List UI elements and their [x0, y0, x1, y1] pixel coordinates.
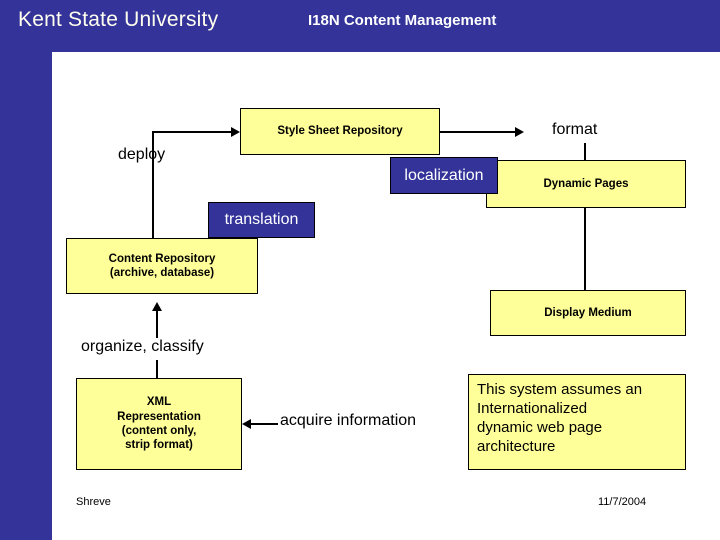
- box-label-line-3: (content only,: [121, 425, 197, 437]
- connector-dynamic-pages-to-display-medium: [584, 208, 586, 290]
- box-label-line-1: XML: [146, 396, 172, 409]
- header-band: [0, 0, 720, 52]
- box-translation[interactable]: translation: [208, 202, 315, 238]
- edge-label-deploy: deploy: [118, 146, 166, 163]
- connector-deploy-vertical: [152, 131, 154, 243]
- box-style-sheet-repository[interactable]: Style Sheet Repository: [240, 108, 440, 155]
- edge-label-format: format: [552, 121, 598, 138]
- connector-organize-to-xml: [156, 360, 158, 378]
- box-label-line-2: Representation: [117, 410, 201, 423]
- edge-label-organize-classify: organize, classify: [81, 338, 204, 355]
- edge-label-acquire-information: acquire information: [280, 412, 417, 429]
- box-display-medium[interactable]: Display Medium: [490, 290, 686, 336]
- box-xml-representation[interactable]: XML Representation (content only, strip …: [76, 378, 242, 470]
- arrowhead-deploy: [231, 127, 240, 137]
- arrowhead-acquire: [242, 419, 251, 429]
- brand-title: Kent State University: [18, 8, 219, 31]
- note-line-3: dynamic web page: [477, 419, 603, 437]
- box-label: localization: [404, 166, 484, 184]
- box-label: Style Sheet Repository: [277, 125, 403, 138]
- footer-date: 11/7/2004: [598, 496, 647, 508]
- left-accent-rail: [0, 52, 52, 540]
- page-title: I18N Content Management: [308, 12, 497, 29]
- box-content-repository[interactable]: Content Repository (archive, database): [66, 238, 258, 294]
- connector-acquire-horizontal: [250, 423, 278, 425]
- note-line-1: This system assumes an: [477, 381, 643, 398]
- connector-format-horizontal: [440, 131, 516, 133]
- arrowhead-format: [515, 127, 524, 137]
- connector-organize-vertical: [156, 310, 158, 338]
- box-label-line-4: strip format): [125, 439, 193, 452]
- box-label-line-2: (archive, database): [109, 267, 215, 279]
- connector-format-to-dynamic-pages: [584, 143, 586, 160]
- box-label: Dynamic Pages: [543, 177, 629, 190]
- note-line-2: Internationalized: [477, 400, 588, 418]
- box-dynamic-pages[interactable]: Dynamic Pages: [486, 160, 686, 208]
- arrowhead-organize: [152, 302, 162, 311]
- footer-author: Shreve: [76, 496, 111, 508]
- box-label: translation: [224, 211, 299, 228]
- box-label-line-1: Content Repository: [108, 252, 216, 265]
- box-assumption-note[interactable]: This system assumes an Internationalized…: [468, 374, 686, 470]
- box-label: Display Medium: [544, 306, 632, 319]
- box-localization[interactable]: localization: [390, 157, 498, 194]
- connector-deploy-horizontal: [152, 131, 232, 133]
- note-line-4: architecture: [477, 438, 556, 456]
